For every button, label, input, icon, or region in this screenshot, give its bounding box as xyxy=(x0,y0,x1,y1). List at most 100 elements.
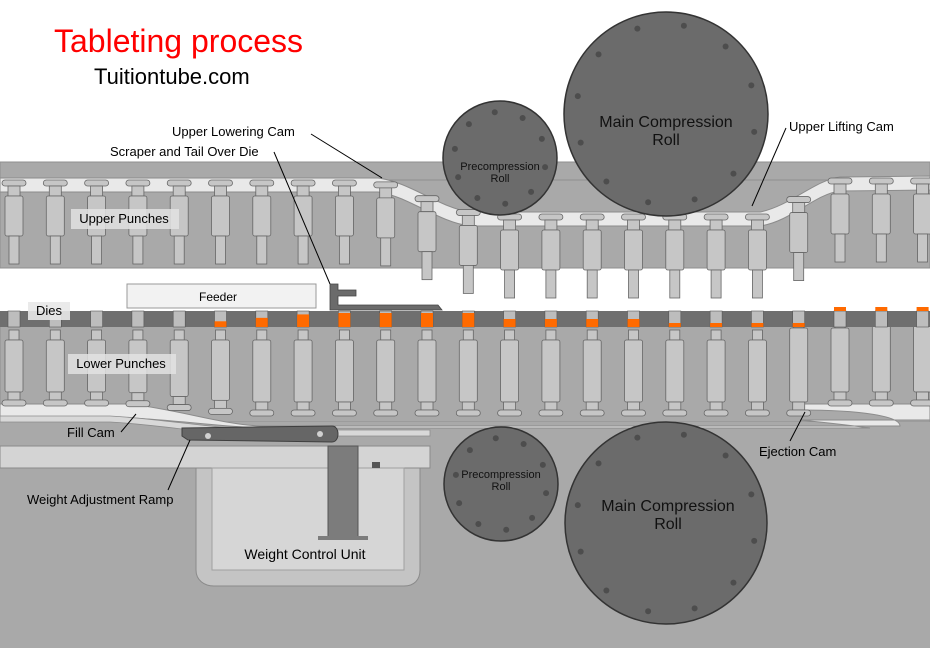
die-cavity xyxy=(420,310,434,328)
roll-bolt-icon xyxy=(595,51,602,58)
upper-lifting-cam-leader xyxy=(751,127,787,207)
die-cavity xyxy=(585,310,599,328)
upper-punch xyxy=(662,213,688,299)
upper-punches-label-box xyxy=(71,209,179,229)
ramp-pin-icon xyxy=(205,433,211,439)
weight-adjustment-ramp-leader xyxy=(167,439,191,491)
die-cavity xyxy=(874,307,888,328)
roll-bolt-icon xyxy=(456,500,463,507)
weight-control-unit-label: Weight Control Unit xyxy=(244,546,365,562)
precompression-roll-lower-label-1: Precompression xyxy=(461,469,540,481)
roll-bolt-icon xyxy=(680,22,687,29)
lower-punches-label-box xyxy=(68,354,176,374)
die-cavity xyxy=(544,310,558,328)
roll-bolt-icon xyxy=(751,128,758,135)
roll-bolt-icon xyxy=(502,200,509,207)
roll-bolt-icon xyxy=(474,195,481,202)
upper-punch xyxy=(827,177,853,263)
upper-lowering-cam-leader xyxy=(310,133,383,179)
ejection-cam-label: Ejection Cam xyxy=(759,444,836,459)
die-cavity xyxy=(503,310,516,328)
lower-punch xyxy=(414,329,440,417)
weight-adjustment-ramp-label: Weight Adjustment Ramp xyxy=(27,492,173,507)
lower-punch xyxy=(249,329,275,417)
upper-lifting-cam-label: Upper Lifting Cam xyxy=(789,119,894,134)
die-cavity xyxy=(751,310,764,328)
roll-bolt-icon xyxy=(577,139,584,146)
upper-punch xyxy=(42,179,68,265)
roll-bolt-icon xyxy=(528,188,535,195)
fill-cam-label: Fill Cam xyxy=(67,425,115,440)
roll-bolt-icon xyxy=(680,431,687,438)
roll-bolt-icon xyxy=(691,196,698,203)
lower-punch xyxy=(373,329,399,417)
roll-bolt-icon xyxy=(595,460,602,467)
roll-bolt-icon xyxy=(574,93,581,100)
main-compression-roll-lower: Main Compression Roll xyxy=(564,421,768,625)
scraper-leader xyxy=(273,151,331,285)
roll-bolt-icon xyxy=(543,490,550,497)
upper-punches-label: Upper Punches xyxy=(79,211,169,226)
roll-bolt-icon xyxy=(634,434,641,441)
roll-bolt-icon xyxy=(645,608,652,615)
die-cavity xyxy=(7,310,21,328)
die-cavity xyxy=(214,310,227,328)
roll-bolt-icon xyxy=(748,491,755,498)
lower-punch xyxy=(703,329,729,417)
die-cavity xyxy=(255,310,269,328)
feeder-box xyxy=(126,283,317,309)
roll-bolt-icon xyxy=(691,605,698,612)
upper-punch xyxy=(331,179,357,265)
lower-punch-row xyxy=(1,311,930,417)
page-title: Tableting process xyxy=(54,23,304,59)
dies-label-box xyxy=(28,302,70,320)
roll-bolt-icon xyxy=(722,452,729,459)
lower-punch xyxy=(662,329,688,417)
roll-bolt-icon xyxy=(465,121,472,128)
roll-bolt-icon xyxy=(634,25,641,32)
roll-bolt-icon xyxy=(529,514,536,521)
weight-control-rod xyxy=(327,445,359,539)
roll-bolt-icon xyxy=(645,199,652,206)
page-subtitle: Tuitiontube.com xyxy=(94,64,250,89)
upper-punch xyxy=(868,177,894,263)
die-cavity xyxy=(90,310,103,328)
roll-bolt-icon xyxy=(520,440,527,447)
upper-punch xyxy=(497,213,523,299)
roll-bolt-icon xyxy=(492,435,499,442)
die-cavity xyxy=(709,310,723,328)
lower-punch xyxy=(538,329,564,417)
roll-bolt-icon xyxy=(542,164,549,171)
ejection-cam-leader xyxy=(789,411,806,442)
roll-bolt-icon xyxy=(751,537,758,544)
lower-punch xyxy=(786,317,812,417)
roll-bolt-icon xyxy=(730,579,737,586)
upper-punch xyxy=(910,177,930,263)
fill-cam-leader xyxy=(120,413,137,433)
upper-punch xyxy=(373,181,399,267)
lower-punch xyxy=(1,329,27,407)
roll-bolt-icon xyxy=(491,109,498,116)
upper-punch xyxy=(290,179,316,265)
die-cavity xyxy=(668,310,682,328)
die-cavity xyxy=(131,310,145,328)
die-cavity xyxy=(338,310,351,328)
roll-bolt-icon xyxy=(503,526,510,533)
roll-bolt-icon xyxy=(603,587,610,594)
die-cavity xyxy=(379,310,393,328)
lower-punch xyxy=(331,329,357,417)
roll-bolt-icon xyxy=(574,502,581,509)
roll-bolt-icon xyxy=(466,447,473,454)
weight-adjustment-ramp xyxy=(181,425,339,443)
die-cavity xyxy=(627,310,640,328)
scraper-icon xyxy=(329,283,443,311)
main-compression-roll-upper-label-1: Main Compression xyxy=(599,114,732,131)
die-cavity xyxy=(172,310,186,328)
upper-punch xyxy=(703,213,729,299)
upper-punch xyxy=(208,179,233,265)
scraper-label: Scraper and Tail Over Die xyxy=(110,144,259,159)
roll-bolt-icon xyxy=(519,114,526,121)
upper-punch xyxy=(621,213,646,299)
